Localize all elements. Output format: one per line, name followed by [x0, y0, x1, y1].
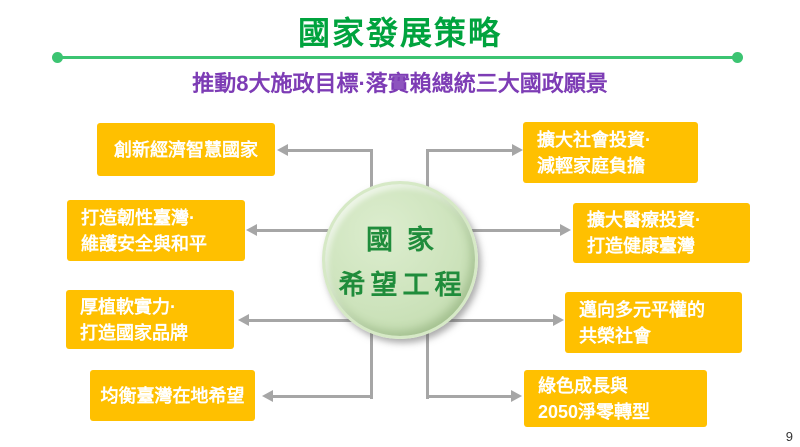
arrowhead-bottom-left-icon: [262, 390, 273, 402]
arrowhead-middle-upper-left-icon: [246, 224, 257, 236]
goal-box-right-2: 擴大醫療投資· 打造健康臺灣: [573, 203, 750, 263]
goal-box-label: 打造國家品牌: [80, 322, 188, 343]
arrowhead-middle-lower-left-icon: [238, 314, 249, 326]
goal-box-label: 減輕家庭負擔: [537, 155, 645, 176]
goal-box-right-3: 邁向多元平權的 共榮社會: [565, 292, 742, 353]
connector-bottom-right: [429, 395, 512, 398]
slide-subtitle: 推動8大施政目標·落實賴總統三大國政願景: [192, 71, 608, 96]
goal-box-label: 擴大醫療投資·: [587, 210, 701, 230]
goal-box-left-4: 均衡臺灣在地希望: [90, 370, 255, 421]
center-circle: 國家 希望工程: [322, 181, 478, 339]
divider-dot-right: [732, 52, 743, 63]
goal-box-label: 打造韌性臺灣·: [81, 207, 195, 228]
page-number: 9: [785, 429, 793, 444]
arrowhead-middle-lower-right-icon: [553, 314, 564, 326]
goal-box-right-4: 綠色成長與 2050淨零轉型: [524, 370, 707, 427]
goal-box-label: 綠色成長與: [538, 375, 628, 396]
center-circle-label-line1: 國家: [366, 225, 448, 255]
goal-box-label: 厚植軟實力·: [80, 296, 176, 317]
goal-box-right-1: 擴大社會投資· 減輕家庭負擔: [523, 122, 698, 183]
goal-box-label: 打造健康臺灣: [587, 236, 695, 256]
connector-top-right: [429, 149, 513, 152]
arrowhead-top-left-icon: [277, 144, 288, 156]
goal-box-label: 均衡臺灣在地希望: [100, 385, 245, 406]
center-circle-label-line2: 希望工程: [338, 270, 467, 300]
page-title: 國家發展策略: [297, 15, 502, 51]
connector-top-left: [287, 149, 372, 152]
goal-box-label: 邁向多元平權的: [579, 299, 705, 320]
arrowhead-middle-upper-right-icon: [560, 224, 571, 236]
goal-box-label: 維護安全與和平: [81, 233, 207, 254]
goal-box-label: 2050淨零轉型: [538, 401, 651, 422]
goal-box-label: 創新經濟智慧國家: [114, 139, 258, 160]
title-divider-line: [57, 56, 737, 59]
divider-dot-left: [52, 52, 63, 63]
goal-box-left-2: 打造韌性臺灣· 維護安全與和平: [67, 200, 245, 261]
goal-box-label: 共榮社會: [579, 325, 651, 346]
arrowhead-top-right-icon: [512, 144, 523, 156]
goal-box-label: 擴大社會投資·: [537, 129, 651, 150]
goal-box-left-3: 厚植軟實力· 打造國家品牌: [66, 290, 234, 349]
connector-bottom-left: [272, 395, 373, 398]
arrowhead-bottom-right-icon: [511, 390, 522, 402]
goal-box-left-1: 創新經濟智慧國家: [97, 123, 275, 176]
